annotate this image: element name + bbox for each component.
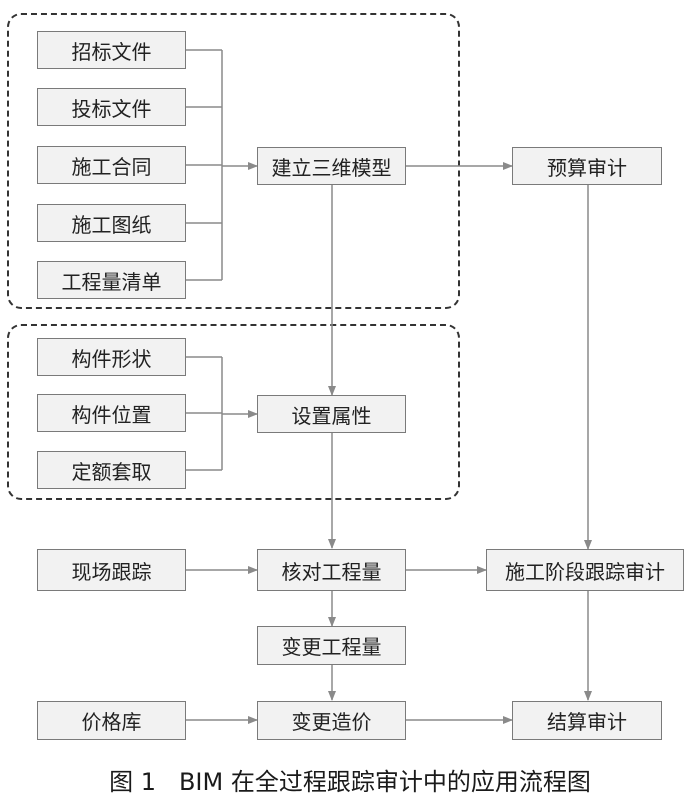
node-tender-docs: 投标文件: [37, 88, 186, 126]
merge-bracket-model: [186, 49, 223, 281]
node-price-database: 价格库: [37, 701, 186, 740]
node-build-3d-model: 建立三维模型: [257, 147, 406, 185]
node-settlement-audit: 结算审计: [512, 701, 662, 740]
node-component-shape: 构件形状: [37, 338, 186, 376]
node-set-attributes: 设置属性: [257, 395, 406, 433]
node-construction-contract: 施工合同: [37, 146, 186, 184]
node-construction-drawings: 施工图纸: [37, 204, 186, 242]
node-budget-audit: 预算审计: [512, 147, 662, 185]
figure-caption: 图 1 BIM 在全过程跟踪审计中的应用流程图: [109, 768, 591, 796]
node-bill-of-quantities: 工程量清单: [37, 261, 186, 299]
node-change-cost: 变更造价: [257, 701, 406, 740]
attribute-inputs-group: [7, 324, 460, 500]
node-bid-docs: 招标文件: [37, 31, 186, 69]
model-inputs-group: [7, 13, 460, 309]
node-change-quantities: 变更工程量: [257, 626, 406, 665]
node-quota-selection: 定额套取: [37, 451, 186, 489]
node-site-tracking: 现场跟踪: [37, 549, 186, 591]
node-stage-tracking-audit: 施工阶段跟踪审计: [486, 549, 684, 591]
node-component-position: 构件位置: [37, 394, 186, 432]
merge-bracket-attributes: [186, 356, 223, 471]
node-check-quantities: 核对工程量: [257, 549, 406, 591]
